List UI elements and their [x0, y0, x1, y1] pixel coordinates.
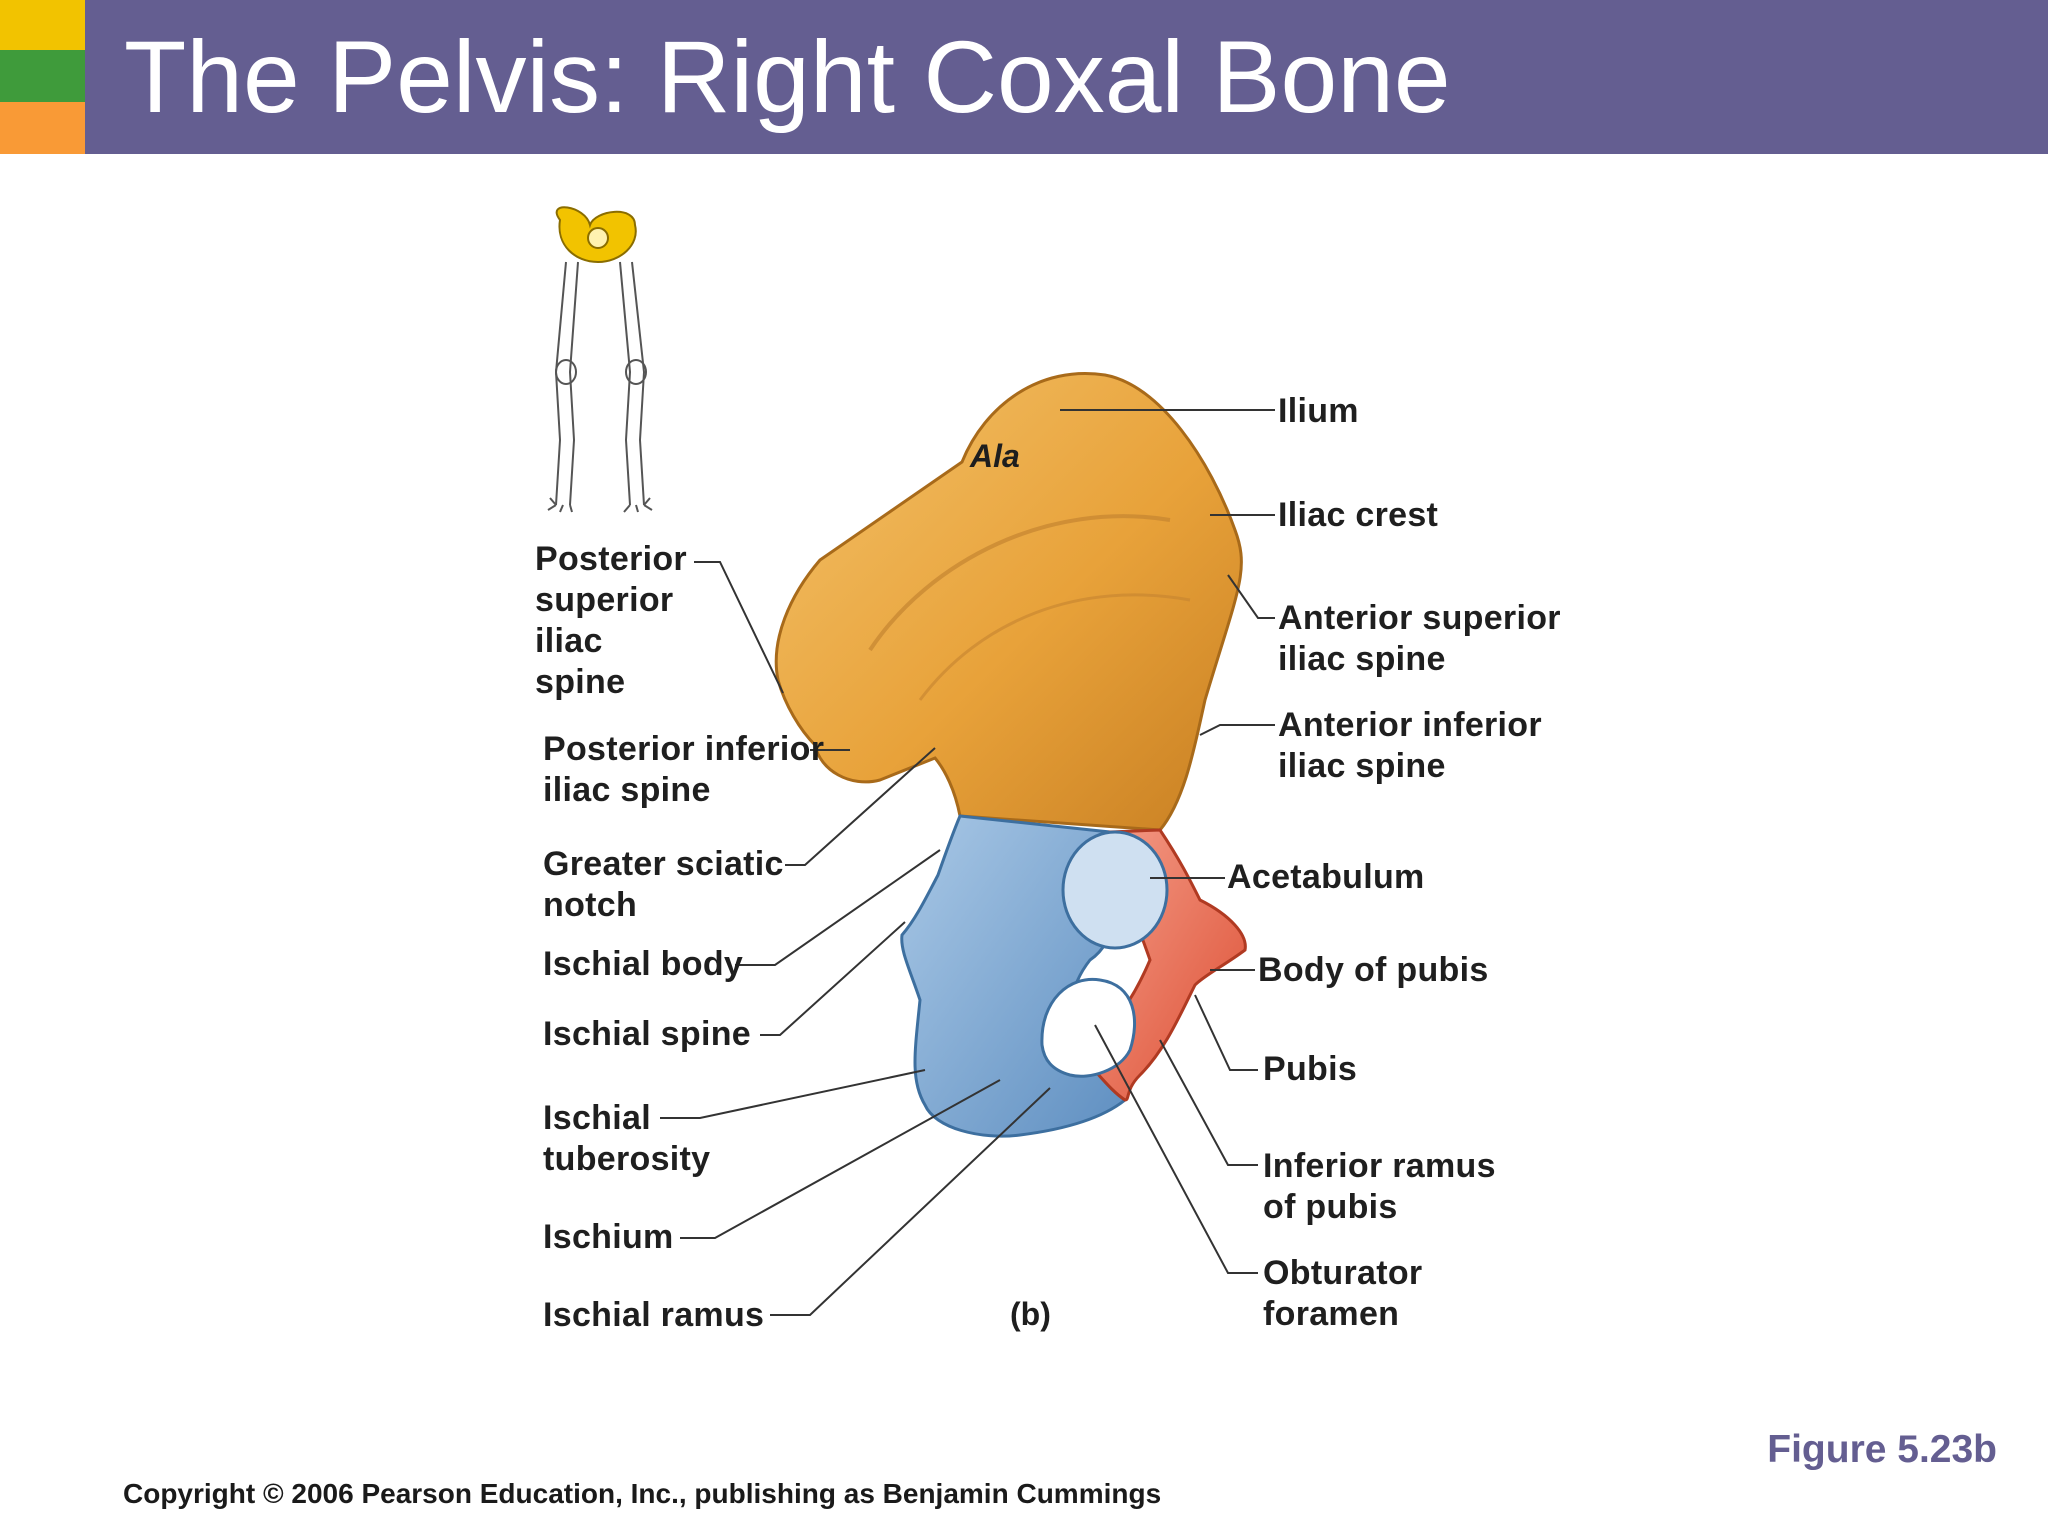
label-posterior-superior-iliac-spine: Posterior superior iliac spine — [535, 540, 687, 701]
label-inferior-ramus-of-pubis: Inferior ramus of pubis — [1263, 1147, 1496, 1226]
figure-part-label: (b) — [1010, 1296, 1051, 1332]
label-ala: Ala — [970, 438, 1020, 474]
label-ischial-body: Ischial body — [543, 945, 744, 983]
acetabulum-shape — [1061, 830, 1169, 950]
label-anterior-inferior-iliac-spine: Anterior inferior iliac spine — [1278, 706, 1542, 785]
label-acetabulum: Acetabulum — [1227, 858, 1425, 896]
label-posterior-inferior-iliac-spine: Posterior inferior iliac spine — [543, 730, 825, 809]
label-ischial-tuberosity: Ischial tuberosity — [543, 1099, 711, 1178]
leader-lines — [660, 409, 1275, 1316]
label-greater-sciatic-notch: Greater sciatic notch — [543, 845, 784, 924]
accent-strip-yellow — [0, 0, 85, 50]
title-bar — [0, 0, 2048, 154]
label-pubis: Pubis — [1263, 1050, 1358, 1088]
label-anterior-superior-iliac-spine: Anterior superior iliac spine — [1278, 599, 1561, 678]
label-obturator-foramen: Obturator foramen — [1263, 1254, 1423, 1333]
ilium-region — [774, 372, 1243, 832]
label-iliac-crest: Iliac crest — [1278, 496, 1439, 534]
accent-strip-orange — [0, 102, 85, 154]
label-ischial-spine: Ischial spine — [543, 1015, 751, 1053]
label-ilium: Ilium — [1278, 392, 1359, 430]
figure-reference: Figure 5.23b — [1767, 1428, 1997, 1471]
skeleton-locator-icon — [547, 206, 653, 513]
label-ischial-ramus: Ischial ramus — [543, 1296, 765, 1334]
copyright-notice: Copyright © 2006 Pearson Education, Inc.… — [123, 1478, 1162, 1509]
obturator-foramen-shape — [1040, 977, 1137, 1078]
slide-title: The Pelvis: Right Coxal Bone — [124, 20, 1451, 134]
label-body-of-pubis: Body of pubis — [1258, 951, 1489, 989]
accent-strip-green — [0, 50, 85, 102]
label-ischium: Ischium — [543, 1218, 674, 1256]
coxal-bone-diagram — [547, 206, 1275, 1316]
